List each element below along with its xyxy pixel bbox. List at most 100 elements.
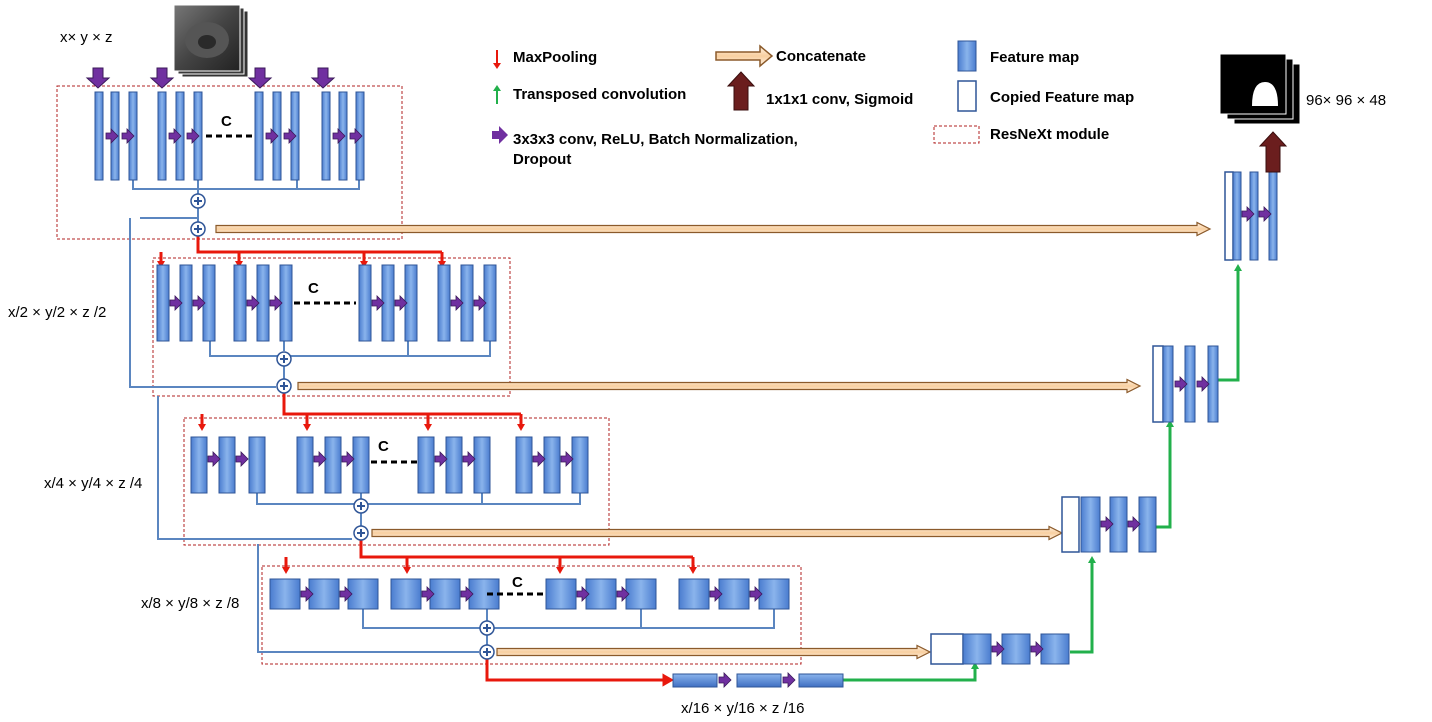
maxpool-line bbox=[485, 659, 664, 682]
conv-arrow bbox=[718, 672, 732, 688]
feature-map bbox=[678, 578, 710, 610]
conv-arrow bbox=[462, 451, 476, 467]
resnext-module-level2 bbox=[183, 417, 610, 546]
conv-arrow bbox=[576, 586, 590, 602]
feature-map bbox=[296, 436, 314, 494]
feature-map bbox=[269, 578, 301, 610]
residual-skip bbox=[129, 218, 276, 388]
legend-feature-map-label: Feature map bbox=[990, 49, 1079, 66]
copied-feature-map bbox=[1152, 345, 1164, 423]
feature-map bbox=[352, 436, 370, 494]
residual-skip bbox=[257, 544, 479, 653]
feature-map bbox=[417, 436, 435, 494]
conv-arrow bbox=[168, 128, 182, 144]
conv-arrow bbox=[1174, 376, 1188, 392]
feature-map bbox=[218, 436, 236, 494]
conv-arrow bbox=[246, 295, 260, 311]
copied-feature-map bbox=[930, 633, 964, 665]
resnext-module-level1 bbox=[152, 257, 511, 397]
concatenate-arrow bbox=[371, 525, 1064, 541]
feature-map bbox=[94, 91, 104, 181]
conv-arrow bbox=[186, 128, 200, 144]
add-node-cross bbox=[483, 624, 491, 632]
maxpool-lines bbox=[157, 236, 697, 687]
conv-arrow bbox=[192, 295, 206, 311]
feature-map bbox=[962, 633, 992, 665]
feature-map bbox=[1162, 345, 1174, 423]
level4-dims-label: x/16 × y/16 × z /16 bbox=[681, 700, 804, 717]
conv-arrow bbox=[1100, 516, 1114, 532]
maxpool-arrowhead bbox=[303, 424, 311, 431]
conv-arrow bbox=[991, 641, 1005, 657]
conv-arrow bbox=[709, 586, 723, 602]
concatenate-arrow bbox=[215, 221, 1212, 237]
add-node-cross bbox=[483, 648, 491, 656]
feature-map bbox=[254, 91, 264, 181]
feature-map bbox=[515, 436, 533, 494]
feature-map bbox=[736, 673, 782, 688]
feature-map bbox=[358, 264, 372, 342]
feature-map bbox=[445, 436, 463, 494]
feature-map bbox=[672, 673, 718, 688]
conv-arrow bbox=[460, 586, 474, 602]
conv-arrow bbox=[532, 451, 546, 467]
cardinality-label-level2: C bbox=[378, 438, 389, 455]
conv-arrow bbox=[105, 128, 119, 144]
add-node-cross bbox=[194, 225, 202, 233]
feature-map bbox=[758, 578, 790, 610]
conv-arrow bbox=[300, 586, 314, 602]
feature-map bbox=[543, 436, 561, 494]
level1-dims-label: x/2 × y/2 × z /2 bbox=[8, 304, 106, 321]
transposed-line bbox=[843, 668, 977, 682]
maxpool-arrowhead bbox=[662, 673, 675, 687]
conv-arrow bbox=[434, 451, 448, 467]
conv-arrow bbox=[749, 586, 763, 602]
sigmoid-output-arrow bbox=[1258, 131, 1288, 173]
add-node-cross bbox=[194, 197, 202, 205]
residual-lines bbox=[129, 180, 775, 653]
feature-map bbox=[473, 436, 491, 494]
transposed-conv-lines bbox=[843, 264, 1242, 682]
concatenate-arrow bbox=[496, 644, 932, 660]
residual-collector bbox=[209, 341, 491, 357]
conv-arrow bbox=[169, 295, 183, 311]
residual-collector bbox=[132, 180, 360, 190]
conv-arrow bbox=[1127, 516, 1141, 532]
feature-map bbox=[156, 264, 170, 342]
transposed-line bbox=[1218, 270, 1240, 382]
feature-map bbox=[585, 578, 617, 610]
concatenate-arrows bbox=[215, 221, 1212, 660]
transposed-arrowhead bbox=[1166, 420, 1174, 427]
feature-map bbox=[437, 264, 451, 342]
conv-arrow bbox=[313, 451, 327, 467]
input-arrows bbox=[85, 67, 336, 89]
conv-arrow bbox=[1258, 206, 1272, 222]
add-node-cross bbox=[357, 529, 365, 537]
feature-map bbox=[321, 91, 331, 181]
output-dims-label: 96× 96 × 48 bbox=[1306, 92, 1386, 109]
feature-map bbox=[347, 578, 379, 610]
transposed-arrowhead bbox=[1088, 556, 1096, 563]
conv-arrow bbox=[207, 451, 221, 467]
maxpool-line bbox=[359, 540, 693, 559]
legend-resnext-label: ResNeXt module bbox=[990, 126, 1109, 143]
feature-map bbox=[233, 264, 247, 342]
legend-transposed-label: Transposed convolution bbox=[513, 86, 686, 103]
concatenate-arrow bbox=[297, 378, 1142, 394]
feature-map bbox=[324, 436, 342, 494]
feature-map bbox=[718, 578, 750, 610]
cardinality-dashes bbox=[206, 134, 545, 596]
conv-arrow bbox=[341, 451, 355, 467]
feature-map bbox=[1080, 496, 1101, 553]
maxpool-line bbox=[196, 236, 442, 254]
feature-map bbox=[190, 436, 208, 494]
conv-arrow bbox=[560, 451, 574, 467]
copied-feature-map bbox=[1224, 171, 1234, 261]
feature-map bbox=[545, 578, 577, 610]
output-segmentation-mask bbox=[1219, 53, 1301, 125]
conv-arrow bbox=[782, 672, 796, 688]
maxpool-arrowhead bbox=[282, 567, 290, 574]
transposed-arrowhead bbox=[1234, 264, 1242, 271]
feature-map bbox=[429, 578, 461, 610]
